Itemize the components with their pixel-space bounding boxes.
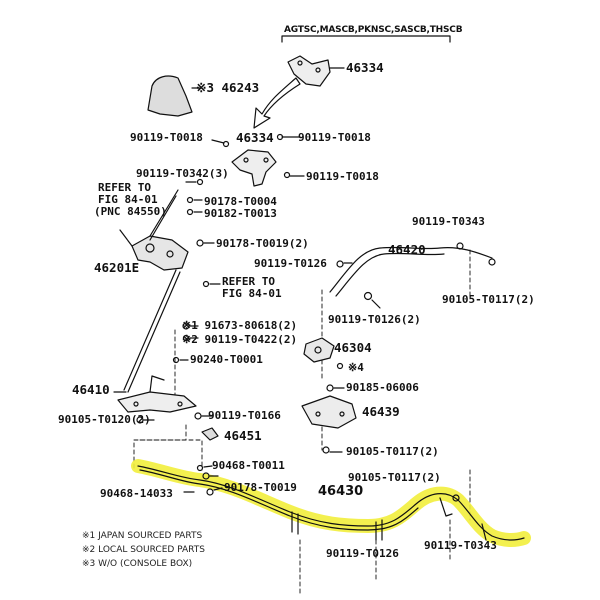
part-46410[interactable]: 46410 (72, 382, 110, 397)
part-90119-T0422[interactable]: ※2 90119-T0422(2) (182, 333, 298, 346)
part-90468-T0011[interactable]: 90468-T0011 (212, 459, 285, 472)
part-46451[interactable]: 46451 (224, 428, 262, 443)
part-90105-T0117-2c[interactable]: 90105-T0117(2) (348, 471, 441, 484)
part-90119-T0018-c[interactable]: 90119-T0018 (306, 170, 379, 183)
clip-46451 (201, 427, 219, 441)
part-90182-T0013[interactable]: 90182-T0013 (204, 207, 277, 220)
part-90468-14033[interactable]: 90468-14033 (100, 487, 173, 500)
guide-46439 (301, 395, 357, 429)
part-46430-highlighted[interactable]: 46430 (318, 484, 364, 499)
bracket-46410 (117, 391, 197, 413)
note-marker-4: ※4 (348, 361, 364, 374)
part-90185-06006[interactable]: 90185-06006 (346, 381, 419, 394)
refer-fig-84550-line1: REFER TO (98, 181, 151, 194)
part-46420[interactable]: 46420 (388, 242, 426, 257)
part-90119-T0126-2[interactable]: 90119-T0126(2) (328, 313, 421, 326)
footnote-3: ※3 W/O (CONSOLE BOX) (82, 559, 193, 569)
variant-codes-header: AGTSC,MASCB,PKNSC,SASCB,THSCB (284, 25, 463, 35)
refer-fig-8401-line1: REFER TO (222, 275, 275, 288)
part-90119-T0126-b[interactable]: 90119-T0126 (326, 547, 399, 560)
part-90119-T0166[interactable]: 90119-T0166 (208, 409, 281, 422)
part-90105-T0117-2a[interactable]: 90105-T0117(2) (442, 293, 535, 306)
equalizer-46304 (303, 337, 335, 363)
part-91673-80618[interactable]: ※1 91673-80618(2) (182, 319, 298, 332)
refer-fig-8401-line2[interactable]: FIG 84-01 (222, 287, 282, 300)
footnote-1: ※1 JAPAN SOURCED PARTS (82, 531, 203, 541)
part-90119-T0343-a[interactable]: 90119-T0343 (412, 215, 485, 228)
console-cover-46243 (147, 75, 193, 117)
part-46439[interactable]: 46439 (362, 404, 400, 419)
part-46304[interactable]: 46304 (334, 340, 372, 355)
direction-arrow (253, 77, 301, 129)
variant-bracket (281, 35, 451, 43)
part-90119-T0018-a[interactable]: 90119-T0018 (130, 131, 203, 144)
lever-assembly-46201E (131, 235, 189, 271)
part-90240-T0001[interactable]: 90240-T0001 (190, 353, 263, 366)
part-90178-T0004[interactable]: 90178-T0004 (204, 195, 277, 208)
refer-fig-84550-line2[interactable]: FIG 84-01 (98, 193, 158, 206)
part-46334-top[interactable]: 46334 (346, 60, 384, 75)
part-46243[interactable]: ※3 46243 (196, 80, 260, 95)
part-90105-T0120[interactable]: 90105-T0120(2) (58, 413, 151, 426)
part-90119-T0342[interactable]: 90119-T0342(3) (136, 167, 229, 180)
part-90105-T0117-2b[interactable]: 90105-T0117(2) (346, 445, 439, 458)
footnote-2: ※2 LOCAL SOURCED PARTS (82, 545, 205, 555)
refer-fig-84550-line3: (PNC 84550) (94, 205, 167, 218)
part-46201E[interactable]: 46201E (94, 260, 140, 275)
cable-46430-highlight (131, 459, 531, 547)
bracket-46334-mid (231, 149, 277, 187)
part-46334-mid[interactable]: 46334 (236, 130, 274, 145)
part-90119-T0126-a[interactable]: 90119-T0126 (254, 257, 327, 270)
part-90119-T0343-b[interactable]: 90119-T0343 (424, 539, 497, 552)
part-90178-T0019-2[interactable]: 90178-T0019(2) (216, 237, 309, 250)
rod-46410 (123, 269, 177, 391)
part-90119-T0018-b[interactable]: 90119-T0018 (298, 131, 371, 144)
cable-46420 (329, 246, 493, 293)
part-90178-T0019[interactable]: 90178-T0019 (224, 481, 297, 494)
